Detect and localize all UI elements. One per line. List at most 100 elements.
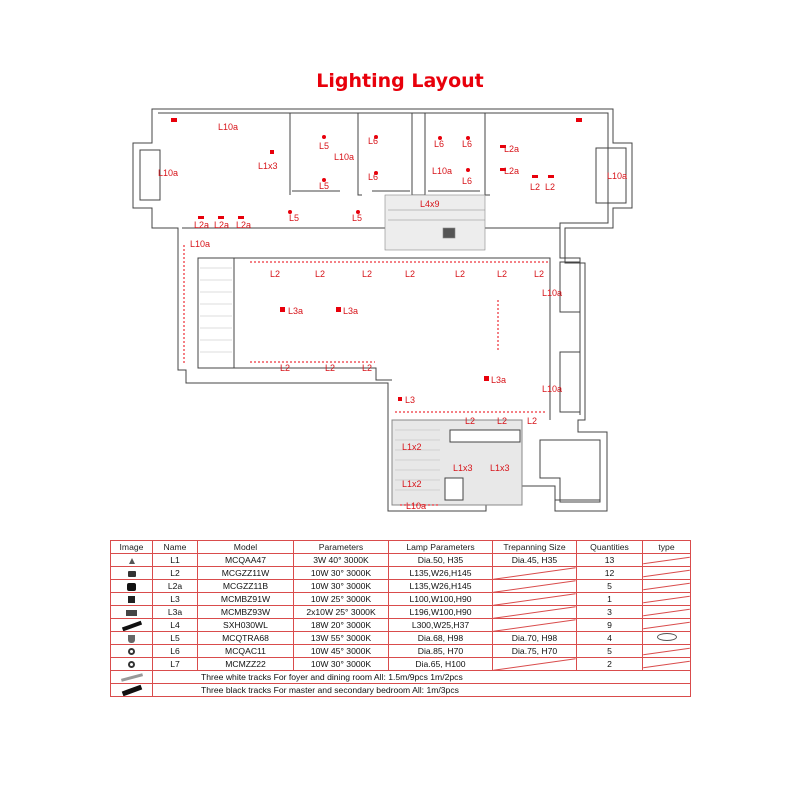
fixture-type (642, 553, 691, 567)
double-spot-icon (126, 609, 137, 616)
white-track-icon (120, 673, 143, 683)
fixture-trepan (492, 592, 577, 606)
fixture-label: L6 (368, 172, 378, 182)
fixture-type (642, 644, 691, 658)
fixture-label: L2 (362, 269, 372, 279)
square-spot-icon (128, 596, 135, 604)
fixture-label: L1x2 (402, 479, 422, 489)
fixture-lamp: L300,W25,H37 (388, 618, 493, 632)
table-row: L1 MCQAA47 3W 40° 3000K Dia.50, H35 Dia.… (110, 553, 691, 567)
black-downlight-icon (127, 582, 136, 591)
fixture-trepan (492, 566, 577, 580)
linear-light-icon (121, 620, 142, 631)
fixture-name: L5 (152, 631, 198, 645)
header-trepanning-size: Trepanning Size (492, 540, 577, 554)
fixture-params: 10W 45° 3000K (293, 644, 389, 658)
fixture-label: L2 (527, 416, 537, 426)
fixture-params: 13W 55° 3000K (293, 631, 389, 645)
fixture-trepan: Dia.75, H70 (492, 644, 577, 658)
fixture-trepan (492, 579, 577, 593)
fixture-lamp: Dia.68, H98 (388, 631, 493, 645)
floor-plan: L10a L10a L1x3 L2a L2a L2a L5 L5 L5 L5 L… (132, 108, 633, 512)
fixture-label: L2 (270, 269, 280, 279)
fixture-label: L10a (542, 384, 562, 394)
black-track-icon (121, 684, 142, 696)
header-parameters: Parameters (293, 540, 389, 554)
fixture-label: L10a (334, 152, 354, 162)
fixture-lamp: L196,W100,H90 (388, 605, 493, 619)
table-row: L6 MCQAC11 10W 45° 3000K Dia.85, H70 Dia… (110, 644, 691, 658)
fixture-type (642, 631, 691, 645)
fixture-label: L2a (236, 220, 251, 230)
fixture-type (642, 566, 691, 580)
fixture-label: L2a (504, 166, 519, 176)
fixture-label: L10a (432, 166, 452, 176)
track-note: Three black tracks For master and second… (152, 683, 691, 697)
fixture-label: L5 (319, 141, 329, 151)
fixture-label: L2 (497, 416, 507, 426)
fixture-qty: 1 (576, 592, 643, 606)
table-row: L2a MCGZZ11B 10W 30° 3000K L135,W26,H145… (110, 579, 691, 593)
fixture-name: L7 (152, 657, 198, 671)
table-header-row: Image Name Model Parameters Lamp Paramet… (110, 540, 691, 554)
fixture-label: L1x3 (490, 463, 510, 473)
fixture-label: L3a (343, 306, 358, 316)
header-type: type (642, 540, 691, 554)
fixture-name: L1 (152, 553, 198, 567)
ring-downlight-icon (128, 661, 135, 669)
fixture-trepan: Dia.70, H98 (492, 631, 577, 645)
fixture-label: L10a (218, 122, 238, 132)
header-lamp-parameters: Lamp Parameters (388, 540, 493, 554)
header-image: Image (110, 540, 153, 554)
fixture-label: L10a (190, 239, 210, 249)
track-note: Three white tracks For foyer and dining … (152, 670, 691, 684)
ring-trim-icon (656, 633, 677, 641)
fixture-label: L2a (214, 220, 229, 230)
fixture-label: L10a (607, 171, 627, 181)
table-row: Three white tracks For foyer and dining … (110, 670, 691, 684)
fixture-name: L3 (152, 592, 198, 606)
fixture-qty: 2 (576, 657, 643, 671)
fixture-label: L2 (362, 363, 372, 373)
fixture-name: L2 (152, 566, 198, 580)
plan-labels: L10a L10a L1x3 L2a L2a L2a L5 L5 L5 L5 L… (158, 122, 627, 511)
fixture-params: 2x10W 25° 3000K (293, 605, 389, 619)
fixture-label: L2 (280, 363, 290, 373)
fixture-legend: Image Name Model Parameters Lamp Paramet… (110, 540, 691, 697)
fixture-params: 10W 30° 3000K (293, 657, 389, 671)
fixture-model: MCMBZ91W (197, 592, 294, 606)
fixture-qty: 5 (576, 644, 643, 658)
fixture-name: L4 (152, 618, 198, 632)
fixture-name: L2a (152, 579, 198, 593)
fixture-label: L2 (325, 363, 335, 373)
cup-downlight-icon (128, 634, 135, 643)
fixture-name: L3a (152, 605, 198, 619)
fixture-trepan (492, 657, 577, 671)
fixture-label: L2 (405, 269, 415, 279)
fixture-label: L5 (352, 213, 362, 223)
fixture-label: L2 (315, 269, 325, 279)
fixture-model: MCQAC11 (197, 644, 294, 658)
fixture-model: SXH030WL (197, 618, 294, 632)
fixture-qty: 12 (576, 566, 643, 580)
fixture-label: L2 (534, 269, 544, 279)
table-row: L5 MCQTRA68 13W 55° 3000K Dia.68, H98 Di… (110, 631, 691, 645)
fixture-label: L2a (504, 144, 519, 154)
fixture-label: L2 (545, 182, 555, 192)
fixture-label: L2 (465, 416, 475, 426)
fixture-type (642, 618, 691, 632)
fixture-trepan (492, 605, 577, 619)
fixture-model: MCQTRA68 (197, 631, 294, 645)
fixture-label: L10a (158, 168, 178, 178)
fixture-label: L3a (491, 375, 506, 385)
fixture-model: MCGZZ11W (197, 566, 294, 580)
cone-spotlight-icon (128, 557, 135, 564)
header-quantities: Quantities (576, 540, 643, 554)
fixture-label: L10a (406, 501, 426, 511)
fixture-label: L6 (368, 136, 378, 146)
fixture-model: MCMBZ93W (197, 605, 294, 619)
fixture-model: MCMZZ22 (197, 657, 294, 671)
fixture-label: L1x2 (402, 442, 422, 452)
table-row: L4 SXH030WL 18W 20° 3000K L300,W25,H37 9 (110, 618, 691, 632)
fixture-params: 10W 30° 3000K (293, 579, 389, 593)
